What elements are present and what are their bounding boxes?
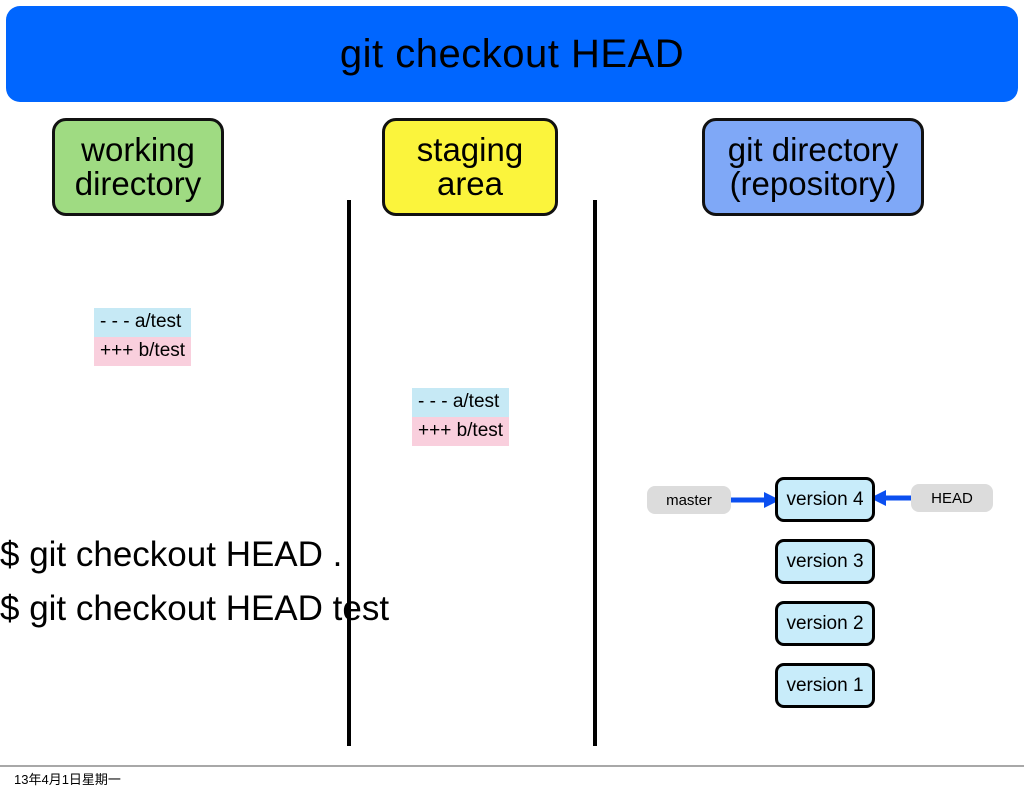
footer-divider	[0, 765, 1024, 767]
diff-block-working-directory: - - - a/test +++ b/test	[94, 308, 192, 366]
commit-box-version-3: version 3	[775, 539, 875, 584]
branch-ref-master: master	[647, 486, 731, 514]
slide-title-banner: git checkout HEAD	[6, 6, 1018, 102]
command-line-checkout-head-dot: $ git checkout HEAD .	[0, 535, 343, 574]
commit-label: version 2	[786, 612, 864, 634]
head-ref-label-pill: HEAD	[911, 484, 993, 512]
column-header-git-directory-line2: (repository)	[729, 165, 897, 202]
diff-line-removed: - - - a/test	[412, 388, 510, 417]
commit-box-version-1: version 1	[775, 663, 875, 708]
column-header-staging-area-line1: staging	[416, 131, 524, 169]
commit-label: version 1	[786, 674, 864, 696]
head-ref-label: HEAD	[931, 489, 973, 507]
column-divider-left	[347, 200, 351, 746]
branch-ref-label: master	[666, 491, 712, 509]
footer-date: 13年4月1日星期一	[14, 772, 121, 787]
column-header-working-directory: working directory	[52, 118, 224, 216]
command-line-checkout-head-test: $ git checkout HEAD test	[0, 589, 390, 629]
arrow-head-to-version-4	[870, 490, 916, 506]
diff-line-added: +++ b/test	[94, 336, 192, 366]
column-header-git-directory-line1: git directory	[727, 131, 899, 169]
column-header-working-directory-line1: working	[81, 131, 195, 169]
column-header-staging-area-line2: area	[436, 165, 504, 202]
commit-box-version-4: version 4	[775, 477, 875, 522]
commit-label: version 4	[786, 488, 864, 510]
arrow-master-to-version-4	[728, 492, 780, 508]
column-header-git-directory: git directory (repository)	[702, 118, 924, 216]
diff-line-removed: - - - a/test	[94, 308, 192, 337]
page-title: git checkout HEAD	[339, 32, 685, 76]
diff-line-added: +++ b/test	[412, 416, 510, 446]
column-header-working-directory-line2: directory	[74, 165, 202, 202]
diff-block-staging-area: - - - a/test +++ b/test	[412, 388, 510, 446]
commit-box-version-2: version 2	[775, 601, 875, 646]
column-divider-right	[593, 200, 597, 746]
column-header-staging-area: staging area	[382, 118, 558, 216]
commit-label: version 3	[786, 550, 864, 572]
command-list: $ git checkout HEAD . $ git checkout HEA…	[0, 528, 389, 637]
